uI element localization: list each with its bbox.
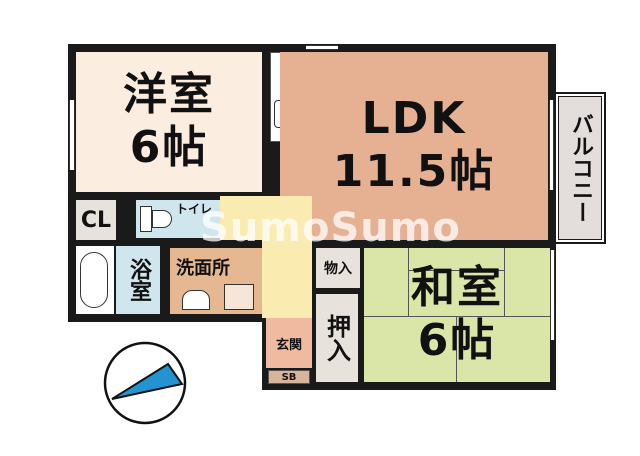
oshiire: 押入 xyxy=(316,294,358,382)
bath-label: 浴室 xyxy=(126,258,151,302)
washroom-label: 洗面所 xyxy=(176,258,230,279)
entrance: 玄関 xyxy=(266,318,312,368)
ldk-size: 11.5帖 xyxy=(332,146,496,197)
japanese-room-name: 和室 xyxy=(411,262,503,314)
storage: 物入 xyxy=(316,248,360,288)
ldk-name: LDK xyxy=(361,93,467,145)
oshiire-label: 押入 xyxy=(322,314,351,362)
western-window xyxy=(69,100,75,170)
toilet-label: トイレ xyxy=(176,202,213,216)
entrance-label: 玄関 xyxy=(275,337,302,353)
storage-label: 物入 xyxy=(324,261,352,277)
washroom: 洗面所 xyxy=(170,248,262,314)
shoebox: SB xyxy=(268,370,310,384)
washing-machine-icon xyxy=(224,284,254,310)
bathtub-icon xyxy=(80,252,108,308)
washbasin-icon xyxy=(182,290,210,310)
western-room-name: 洋室 xyxy=(123,69,215,121)
closet: CL xyxy=(76,200,116,240)
ldk-window-top xyxy=(306,45,338,50)
tatami-lines xyxy=(364,248,550,382)
shoebox-label: SB xyxy=(281,371,297,383)
japanese-room-size: 6帖 xyxy=(417,315,497,366)
balcony-label: バルコニー xyxy=(568,113,593,223)
western-room: 洋室 6帖 xyxy=(76,52,262,192)
western-room-size: 6帖 xyxy=(129,122,209,173)
toilet-tank-icon xyxy=(140,206,152,232)
hallway xyxy=(262,196,312,318)
bath: 浴室 xyxy=(116,246,160,314)
hallway-upper xyxy=(220,196,264,240)
closet-label: CL xyxy=(80,207,112,233)
ldk-room: LDK 11.5帖 xyxy=(280,52,548,240)
compass-icon xyxy=(103,341,187,425)
japanese-room: 和室 6帖 xyxy=(364,248,550,382)
balcony: バルコニー xyxy=(558,96,602,240)
toilet-bowl-icon xyxy=(152,210,172,228)
japanese-window xyxy=(550,250,555,340)
ldk-window-side xyxy=(549,100,554,190)
toilet: トイレ xyxy=(136,200,224,238)
bathtub-area xyxy=(76,246,114,314)
